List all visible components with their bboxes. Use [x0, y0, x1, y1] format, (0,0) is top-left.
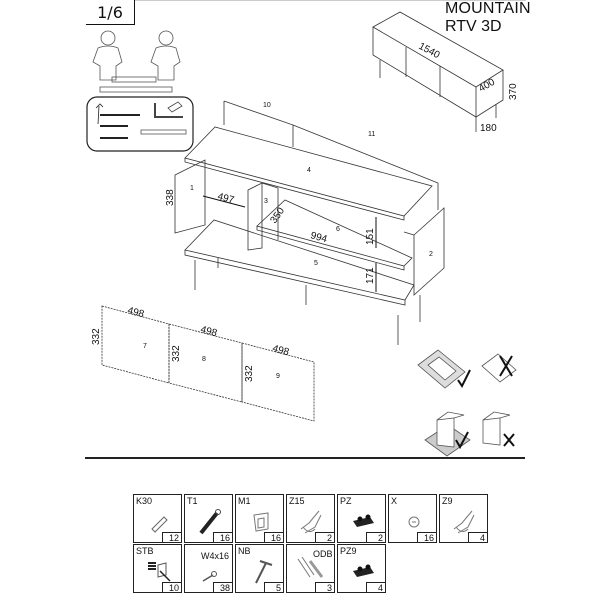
hardware-qty: 5	[264, 582, 284, 593]
bumper-icon	[297, 556, 324, 578]
upper-clearance-dim: 151	[365, 228, 376, 245]
door-9-height: 332	[244, 365, 255, 382]
door-8: 498 332 8	[171, 324, 219, 363]
door-9: 498 332 9	[244, 343, 291, 382]
hardware-item-z15: Z15 2	[286, 494, 335, 543]
part-label-10: 10	[263, 102, 271, 109]
hardware-qty: 38	[213, 582, 233, 593]
top-rule	[86, 0, 526, 1]
hardware-qty: 2	[366, 532, 386, 543]
hardware-item-t1: T1 16	[184, 494, 233, 543]
product-model: RTV 3D	[445, 18, 502, 35]
door-8-height: 332	[171, 345, 182, 362]
hardware-code: Z9	[442, 496, 453, 506]
hardware-item-odb: ODB 3	[286, 544, 335, 593]
hardware-code: M1	[238, 496, 251, 506]
cam-bolt-icon	[199, 509, 221, 535]
hardware-qty: 16	[417, 532, 437, 543]
dowel-icon	[151, 516, 168, 533]
floor-wrong-icon	[481, 353, 517, 383]
part-label-5: 5	[314, 260, 318, 267]
side-height-dim: 338	[165, 189, 176, 206]
hammer-icon	[95, 103, 140, 125]
overview-cabinet	[372, 11, 504, 132]
door-panels	[101, 305, 315, 422]
spirit-level-icon	[140, 129, 187, 135]
hardware-code: X	[391, 496, 398, 506]
hardware-item-z9: Z9 4	[439, 494, 488, 543]
overview-depth-dim: 400	[477, 77, 497, 95]
part-label-6: 6	[336, 226, 340, 233]
wrench-icon	[167, 101, 183, 113]
two-person-assembly-icon	[92, 30, 181, 93]
hardware-item-x: X 16	[388, 494, 437, 543]
hardware-qty: 4	[366, 582, 386, 593]
hardware-qty: 10	[162, 582, 182, 593]
hardware-code: PZ	[340, 496, 352, 506]
door-9-label: 9	[276, 373, 280, 380]
page-indicator: 1/6	[97, 3, 123, 22]
door-9-width: 498	[271, 343, 290, 358]
upright-mat-correct-icon	[424, 411, 471, 457]
door-8-width: 498	[199, 324, 218, 339]
hardware-item-w4x16: W4x16 38	[184, 544, 233, 593]
shelf-width-dim: 994	[309, 230, 328, 245]
door-7-width: 498	[126, 305, 145, 320]
upright-floor-wrong-icon	[482, 411, 515, 447]
hinge-icon	[300, 510, 322, 534]
hardware-code: T1	[187, 496, 198, 506]
compartment-width-dim: 497	[216, 191, 235, 206]
allen-key-icon	[154, 103, 183, 118]
hardware-code: NB	[238, 546, 251, 556]
mat-correct-icon	[417, 349, 471, 389]
leg-icon	[255, 560, 273, 584]
part-label-3: 3	[264, 198, 268, 205]
hardware-qty: 12	[162, 532, 182, 543]
hardware-qty: 3	[315, 582, 335, 593]
hardware-qty: 4	[468, 532, 488, 543]
hardware-code: PZ9	[340, 546, 357, 556]
door-7: 498 332 7	[91, 305, 147, 350]
hardware-qty: 2	[315, 532, 335, 543]
door-7-label: 7	[143, 343, 147, 350]
exploded-carcass	[174, 100, 445, 345]
hardware-qty: 16	[264, 532, 284, 543]
overview-height-dim: 370	[508, 83, 519, 100]
hardware-code: W4x16	[201, 551, 230, 561]
hardware-code: Z15	[289, 496, 305, 506]
mounting-plate-icon	[353, 564, 374, 577]
hardware-code: ODB	[313, 549, 333, 559]
overview-leg-dim: 180	[480, 123, 497, 134]
lower-clearance-dim: 171	[365, 267, 376, 284]
hardware-code: STB	[136, 546, 154, 556]
hardware-item-m1: M1 16	[235, 494, 284, 543]
section-separator	[85, 457, 525, 459]
hardware-item-nb: NB 5	[235, 544, 284, 593]
shelf-support-icon	[148, 562, 171, 582]
hardware-item-stb: STB 10	[133, 544, 182, 593]
hardware-item-k30: K30 12	[133, 494, 182, 543]
hardware-item-pz: PZ 2	[337, 494, 386, 543]
cap-icon	[408, 516, 420, 528]
product-name: MOUNTAIN	[445, 0, 531, 17]
tools-box	[86, 96, 194, 152]
part-label-4: 4	[307, 167, 311, 174]
hinge-icon	[453, 510, 475, 534]
overview-width-dim: 1540	[417, 41, 442, 61]
hardware-qty: 16	[213, 532, 233, 543]
shelf-depth-dim: 350	[268, 205, 287, 225]
part-label-1: 1	[190, 185, 194, 192]
door-7-height: 332	[91, 328, 102, 345]
door-8-label: 8	[202, 356, 206, 363]
hardware-item-pz9: PZ9 4	[337, 544, 386, 593]
hardware-code: K30	[136, 496, 153, 506]
mounting-plate-icon	[353, 514, 374, 527]
part-label-2: 2	[429, 251, 433, 258]
part-label-11: 11	[368, 131, 375, 138]
cam-lock-icon	[253, 512, 269, 532]
page-indicator-box	[86, 0, 135, 25]
screw-icon	[202, 571, 217, 582]
